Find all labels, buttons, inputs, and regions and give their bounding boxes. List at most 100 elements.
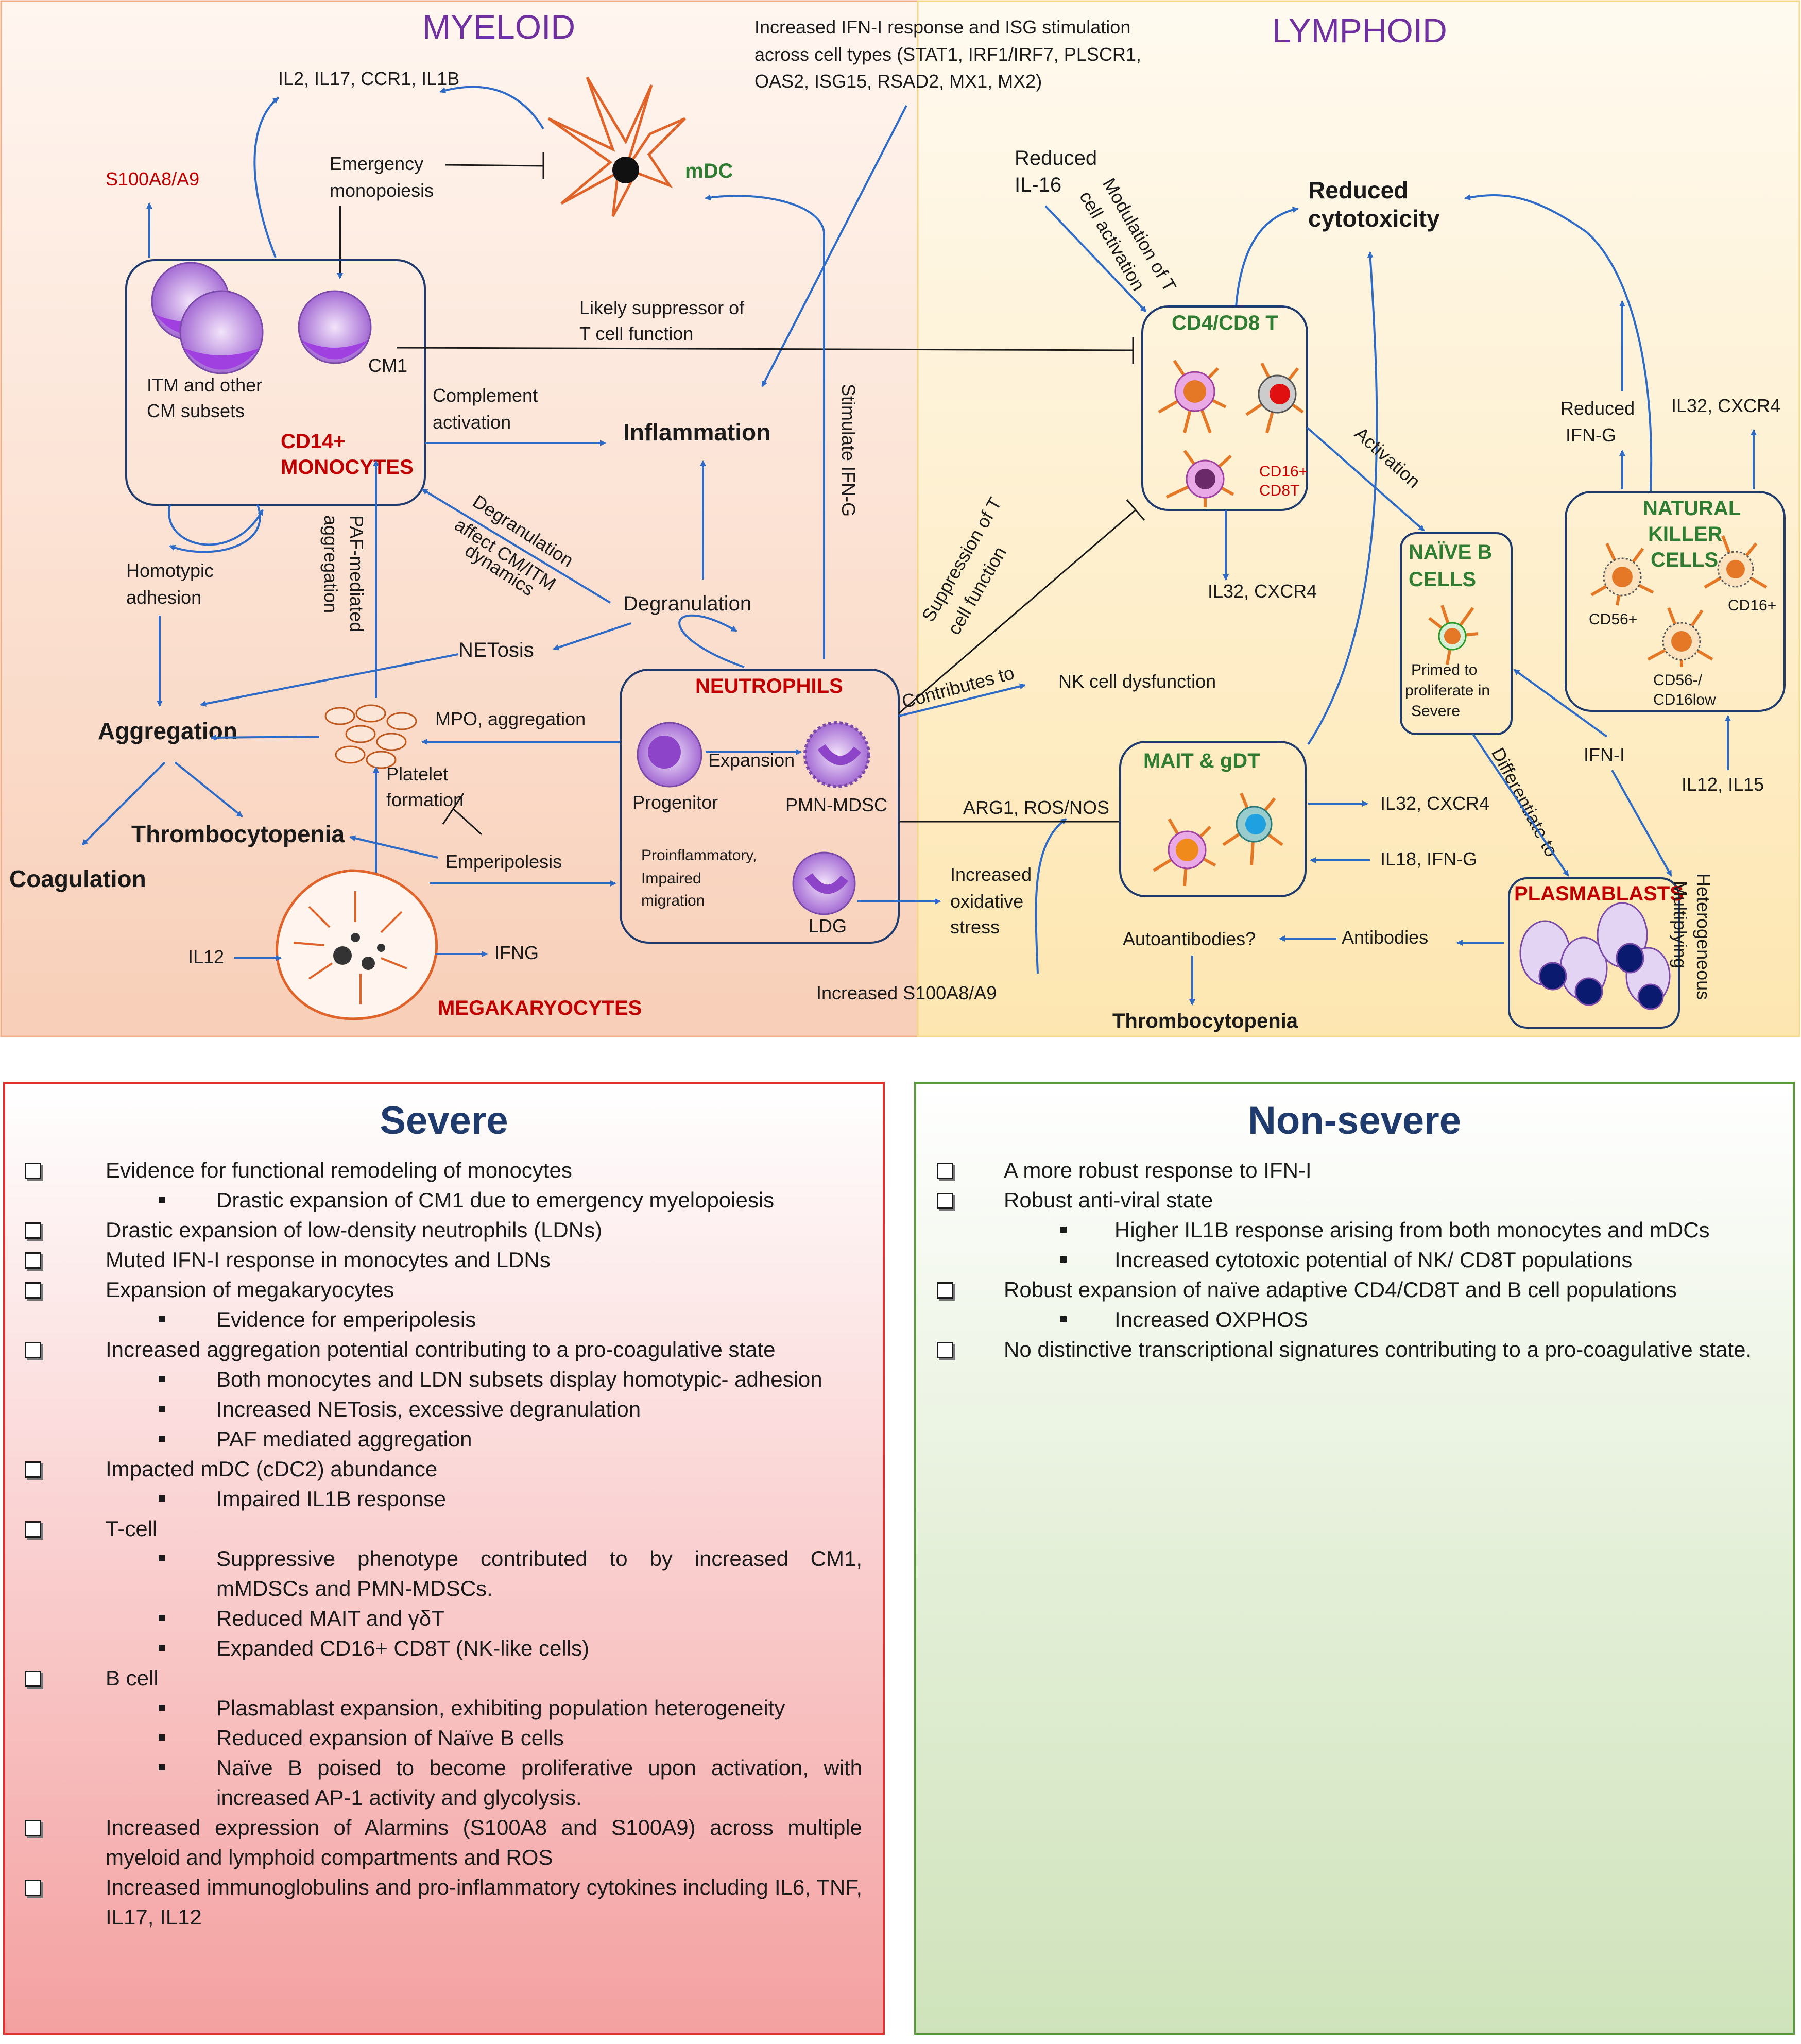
emperipolesis-inhibits-platelet [442,793,483,836]
list-item: Evidence for emperipolesis [5,1305,862,1335]
list-item: Increased expression of Alarmins (S100A8… [5,1813,862,1872]
pmn-mdsc-label: PMN-MDSC [785,794,887,815]
suppressor-line2: T cell function [579,323,693,344]
neutrophils-title: NEUTROPHILS [695,675,843,697]
il16-to-t-arrow [1044,205,1147,313]
list-item-text: Increased cytotoxic potential of NK/ CD8… [1114,1248,1633,1272]
naive-b-cell-icon [1428,605,1479,665]
il32-3-label: IL32, CXCR4 [1671,395,1780,416]
oxidative-line1: Increased [950,864,1032,885]
reduced-cyto-line2: cytotoxicity [1308,205,1440,232]
cd4-cd8-title: CD4/CD8 T [1172,312,1278,334]
reduced-ifng-line1: Reduced [1560,398,1635,419]
square-bullet-icon [159,1495,165,1502]
proinflam-line3: migration [641,892,705,909]
checkbox-bullet-icon [25,1163,41,1179]
t-to-b-arrow [1306,427,1425,532]
mono-to-il2-arrow [253,97,279,258]
ifn-note-line1: Increased IFN-I response and ISG stimula… [754,16,1130,38]
list-item-text: Expanded CD16+ CD8T (NK-like cells) [216,1636,590,1660]
checkbox-bullet-icon [25,1222,41,1239]
ldg-label: LDG [809,915,847,936]
complement-line2: activation [433,412,511,433]
square-bullet-icon [1060,1227,1067,1233]
monocytes-title-2: MONOCYTES [281,456,414,479]
naive-b-box [1400,532,1513,735]
nk-dys-label: NK cell dysfunction [1058,671,1216,692]
aggregation-to-coagulation-arrow [81,761,166,846]
list-item: Expansion of megakaryocytes [5,1275,862,1305]
checkbox-bullet-icon [937,1193,953,1209]
checkbox-bullet-icon [25,1671,41,1687]
mdc-to-il2-arrow [439,86,544,130]
square-bullet-icon [159,1197,165,1203]
t-to-cyto-arrow [1235,207,1299,307]
checkbox-bullet-icon [937,1163,953,1179]
list-item-text: Plasmablast expansion, exhibiting popula… [216,1696,785,1720]
aggregation-label: Aggregation [98,718,237,744]
square-bullet-icon [159,1764,165,1770]
s100-increased-label: Increased S100A8/A9 [816,982,997,1003]
ifn-i-label: IFN-I [1584,744,1625,765]
emergency-line2: monopoiesis [330,180,434,201]
degran-self-arrow [678,614,745,668]
list-item: Reduced expansion of Naïve B cells [5,1723,862,1753]
list-item-text: Reduced MAIT and γδT [216,1606,444,1630]
square-bullet-icon [1060,1316,1067,1322]
nk-cd16-core [1726,560,1745,578]
square-bullet-icon [159,1406,165,1412]
primed-line2: proliferate in [1405,682,1490,699]
list-item-text: Suppressive phenotype contributed to by … [216,1546,862,1600]
checkbox-bullet-icon [25,1252,41,1269]
monocytes-box [125,259,426,506]
complement-line1: Complement [433,385,538,406]
checkbox-bullet-icon [937,1342,953,1358]
square-bullet-icon [159,1436,165,1442]
square-bullet-icon [159,1615,165,1621]
list-item: T-cell [5,1514,862,1544]
platelet-to-aggregation-arrow [210,734,320,741]
list-item: Muted IFN-I response in monocytes and LD… [5,1245,862,1275]
il18-label: IL18, IFN-G [1380,848,1477,870]
list-item: Plasmablast expansion, exhibiting popula… [5,1693,862,1723]
suppressor-line1: Likely suppressor of [579,297,745,318]
mait-box [1119,741,1307,897]
homotypic-line1: Homotypic [126,560,214,581]
list-item: Evidence for functional remodeling of mo… [5,1155,862,1185]
list-item: Increased immunoglobulins and pro-inflam… [5,1872,862,1932]
lymphoid-section [917,0,1800,1037]
cd16-line2: CD8T [1259,482,1299,499]
list-item-text: Impaired IL1B response [216,1487,446,1511]
mait-to-cyto-arrow [1307,251,1378,745]
list-item-text: Robust anti-viral state [1004,1188,1213,1212]
thrombocytopenia-label: Thrombocytopenia [131,821,345,847]
plasmablasts-box [1508,877,1680,1029]
list-item-text: Increased NETosis, excessive degranulati… [216,1397,641,1421]
immune-diagram: MYELOID LYMPHOID Increased IFN-I respons… [0,0,1800,1037]
emergency-inhibits-mdc [445,152,544,179]
list-item-text: Increased immunoglobulins and pro-inflam… [106,1875,862,1929]
checkbox-bullet-icon [25,1880,41,1896]
nk-cd56-core [1612,567,1633,587]
cd56-label: CD56+ [1589,611,1637,628]
list-item-text: No distinctive transcriptional signature… [1004,1337,1752,1361]
nonsevere-panel: Non-severe A more robust response to IFN… [914,1082,1795,2035]
list-item-text: Muted IFN-I response in monocytes and LD… [106,1248,551,1272]
itm-cells [151,262,264,374]
cd56low-line1: CD56-/ [1653,672,1703,689]
ldg-cell [792,851,856,915]
proinflam-line2: Impaired [641,870,701,887]
square-bullet-icon [159,1376,165,1382]
naive-b-core [1444,628,1461,644]
checkbox-bullet-icon [937,1282,953,1299]
list-item-text: B cell [106,1666,159,1690]
platelet-line2: formation [386,789,464,810]
heterogeneous-line2: Multiplying [1670,881,1691,968]
mdc-cell [547,76,686,217]
list-item: Drastic expansion of low-density neutrop… [5,1215,862,1245]
myeloid-section [0,0,919,1037]
nk-to-cyto-arrow [1464,194,1653,492]
square-bullet-icon [159,1316,165,1322]
square-bullet-icon [159,1555,165,1561]
list-item-text: Evidence for functional remodeling of mo… [106,1158,572,1182]
